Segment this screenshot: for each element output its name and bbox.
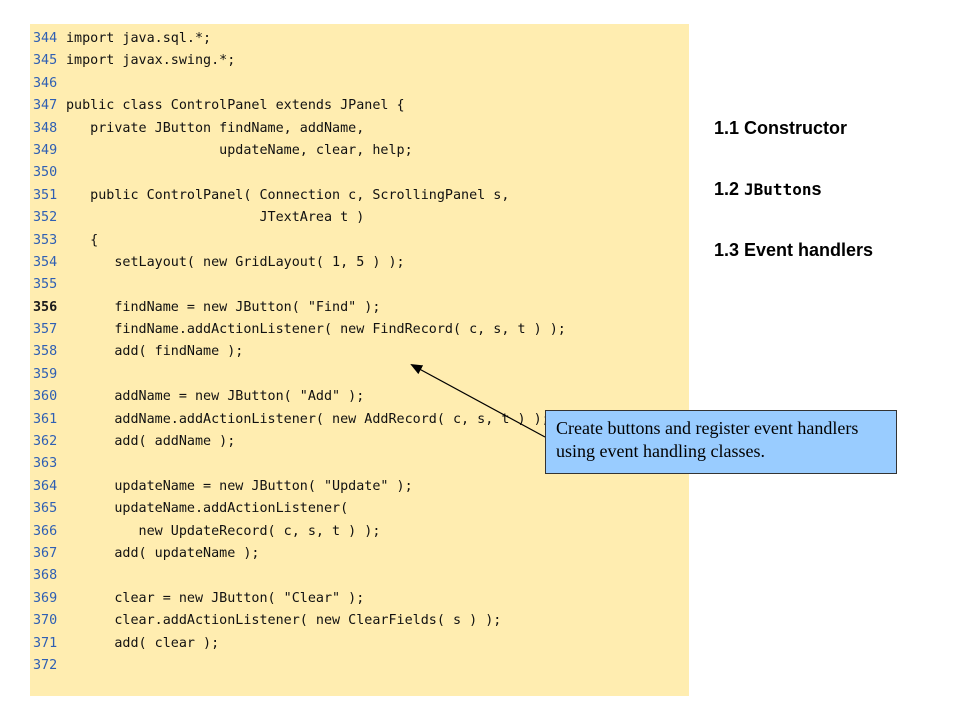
line-number: 358 [33,344,58,360]
line-number: 364 [33,478,58,494]
line-number: 363 [33,456,58,472]
line-number: 366 [33,523,58,539]
code-text: private JButton findName, addName, [66,120,365,136]
code-line: 353 { [30,230,689,252]
code-listing: 344 import java.sql.*; 345 import javax.swi… [30,24,689,696]
outline-item-suffix: s [811,179,822,199]
code-text: addName = new JButton( "Add" ); [66,389,365,405]
code-text: public ControlPanel( Connection c, Scrol… [66,187,510,203]
code-line: 358 add( findName ); [30,341,689,363]
code-line: 371 add( clear ); [30,633,689,655]
code-text: clear.addActionListener( new ClearFields… [66,613,502,629]
line-number: 371 [33,635,58,651]
line-number: 360 [33,389,58,405]
code-text: add( addName ); [66,434,236,450]
code-text: clear = new JButton( "Clear" ); [66,590,365,606]
line-number: 370 [33,613,58,629]
code-text: { [66,232,99,248]
code-text: updateName.addActionListener( [66,501,349,517]
line-number: 345 [33,53,58,69]
line-number: 372 [33,657,58,673]
line-number: 354 [33,254,58,270]
code-text: findName = new JButton( "Find" ); [66,299,381,315]
code-line: 348 private JButton findName, addName, [30,118,689,140]
line-number: 357 [33,322,58,338]
code-line: 370 clear.addActionListener( new ClearFi… [30,610,689,632]
code-text: setLayout( new GridLayout( 1, 5 ) ); [66,254,405,270]
code-text: import javax.swing.*; [66,53,236,69]
outline-item-constructor: 1.1 Constructor [714,116,873,140]
code-line: 356 findName = new JButton( "Find" ); [30,297,689,319]
outline-item-event-handlers: 1.3 Event handlers [714,238,873,262]
outline-item-code-term: JButton [744,180,812,199]
code-line: 368 [30,565,689,587]
code-line: 354 setLayout( new GridLayout( 1, 5 ) ); [30,252,689,274]
code-line: 344 import java.sql.*; [30,28,689,50]
code-line: 355 [30,274,689,296]
code-text: addName.addActionListener( new AddRecord… [66,411,550,427]
line-number: 346 [33,75,58,91]
outline-item-jbuttons: 1.2 JButtons [714,177,873,201]
code-line: 363 [30,453,689,475]
code-line: 346 [30,73,689,95]
code-line: 350 [30,162,689,184]
line-number: 353 [33,232,58,248]
code-text: add( updateName ); [66,545,260,561]
code-line: 351 public ControlPanel( Connection c, S… [30,185,689,207]
line-number: 348 [33,120,58,136]
code-line: 357 findName.addActionListener( new Find… [30,319,689,341]
code-text: updateName = new JButton( "Update" ); [66,478,413,494]
code-line: 365 updateName.addActionListener( [30,498,689,520]
code-text: add( findName ); [66,344,244,360]
line-number: 365 [33,501,58,517]
code-text: public class ControlPanel extends JPanel… [66,98,405,114]
code-text: add( clear ); [66,635,220,651]
outline-item-label: 1.3 Event handlers [714,240,874,260]
line-number: 359 [33,366,58,382]
code-line: 366 new UpdateRecord( c, s, t ) ); [30,521,689,543]
outline-item-label: 1.1 Constructor [714,118,848,138]
callout-text: Create buttons and register event handle… [556,418,859,461]
line-number: 349 [33,142,58,158]
code-line: 347 public class ControlPanel extends JPa… [30,95,689,117]
line-number: 347 [33,98,58,114]
code-line: 360 addName = new JButton( "Add" ); [30,386,689,408]
code-text: JTextArea t ) [66,210,365,226]
code-text: import java.sql.*; [66,31,212,46]
code-line: 345 import javax.swing.*; [30,50,689,72]
line-number: 362 [33,434,58,450]
code-line: 362 add( addName ); [30,431,689,453]
line-number: 350 [33,165,58,181]
line-number: 356 [33,299,58,315]
code-line: 352 JTextArea t ) [30,207,689,229]
code-line: 369 clear = new JButton( "Clear" ); [30,588,689,610]
outline-sidebar: 1.1 Constructor 1.2 JButtons 1.3 Event h… [714,116,873,299]
line-number: 361 [33,411,58,427]
line-number: 352 [33,210,58,226]
line-number: 367 [33,545,58,561]
annotation-callout: Create buttons and register event handle… [545,410,897,474]
code-line: 372 [30,655,689,677]
code-line: 349 updateName, clear, help; [30,140,689,162]
line-number: 369 [33,590,58,606]
code-line: 364 updateName = new JButton( "Update" )… [30,476,689,498]
code-text: findName.addActionListener( new FindReco… [66,322,566,338]
line-number: 368 [33,568,58,584]
line-number: 355 [33,277,58,293]
code-text: new UpdateRecord( c, s, t ) ); [66,523,381,539]
line-number: 351 [33,187,58,203]
code-line: 367 add( updateName ); [30,543,689,565]
line-number: 344 [33,31,58,46]
code-line: 359 [30,364,689,386]
outline-item-prefix: 1.2 [714,179,745,199]
code-text: updateName, clear, help; [66,142,413,158]
